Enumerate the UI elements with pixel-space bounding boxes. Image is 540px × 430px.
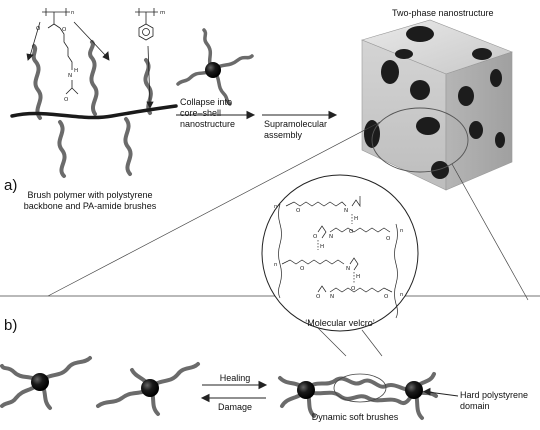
- hydrogen-label: H: [356, 274, 360, 280]
- amide-monomer-structure: [42, 8, 78, 94]
- oxygen-label: O: [64, 97, 69, 103]
- oxygen-label: O: [349, 229, 354, 235]
- polystyrene-core: [31, 373, 49, 391]
- repeat-unit-n-label: n: [274, 262, 278, 268]
- oxygen-label: O: [296, 208, 301, 214]
- velcro-zoom-lines: [318, 328, 382, 356]
- oxygen-label: O: [316, 294, 321, 300]
- repeat-unit-n-label: n: [274, 204, 278, 210]
- two-phase-cube: [362, 20, 512, 190]
- styrene-monomer-structure: [135, 8, 158, 40]
- polystyrene-core: [141, 379, 159, 397]
- nitrogen-label: N: [346, 266, 350, 272]
- hard-domain-pointer: [424, 389, 458, 397]
- two-phase-caption: Two-phase nanostructure: [392, 8, 494, 19]
- velcro-caption: ‘Molecular velcro’: [290, 318, 390, 329]
- hydrogen-label: H: [320, 244, 324, 250]
- brush-polymer-group: O O N H O n m: [12, 8, 176, 176]
- nitrogen-label: N: [344, 208, 348, 214]
- nitrogen-label: N: [68, 73, 72, 79]
- oxygen-label: O: [62, 27, 67, 33]
- polystyrene-core: [205, 62, 221, 78]
- brush-chain: [125, 119, 130, 174]
- polystyrene-core: [297, 381, 315, 399]
- pointer-arrows: [27, 22, 153, 108]
- nitrogen-label: N: [330, 294, 334, 300]
- brush-polymer-caption: Brush polymer with polystyrene backbone …: [10, 190, 170, 212]
- damage-label: Damage: [210, 402, 260, 413]
- oxygen-label: O: [351, 286, 356, 292]
- supramolecular-caption: Supramolecular assembly: [264, 119, 336, 141]
- hard-domain-caption: Hard polystyrene domain: [460, 390, 536, 412]
- collapse-caption: Collapse into core–shell nanostructure: [180, 97, 254, 130]
- oxygen-label: O: [300, 266, 305, 272]
- brush-chain: [34, 46, 41, 118]
- oxygen-label: O: [386, 236, 391, 242]
- oxygen-label: O: [313, 234, 318, 240]
- repeat-unit-n-label: n: [400, 228, 404, 234]
- oxygen-label: O: [384, 294, 389, 300]
- polystyrene-core: [405, 381, 423, 399]
- healing-damage-arrows: [202, 382, 266, 402]
- dynamic-soft-brushes-caption: Dynamic soft brushes: [300, 412, 410, 423]
- brush-chain: [90, 42, 97, 114]
- nitrogen-label: N: [329, 234, 333, 240]
- healing-label: Healing: [210, 373, 260, 384]
- hydrogen-label: H: [354, 216, 358, 222]
- repeat-unit-n-label: n: [71, 10, 75, 16]
- repeat-unit-m-label: m: [160, 10, 165, 16]
- brush-chain: [59, 122, 64, 176]
- repeat-unit-n-label: n: [400, 292, 404, 298]
- hydrogen-label: H: [74, 68, 78, 74]
- panel-b-label: b): [4, 318, 17, 334]
